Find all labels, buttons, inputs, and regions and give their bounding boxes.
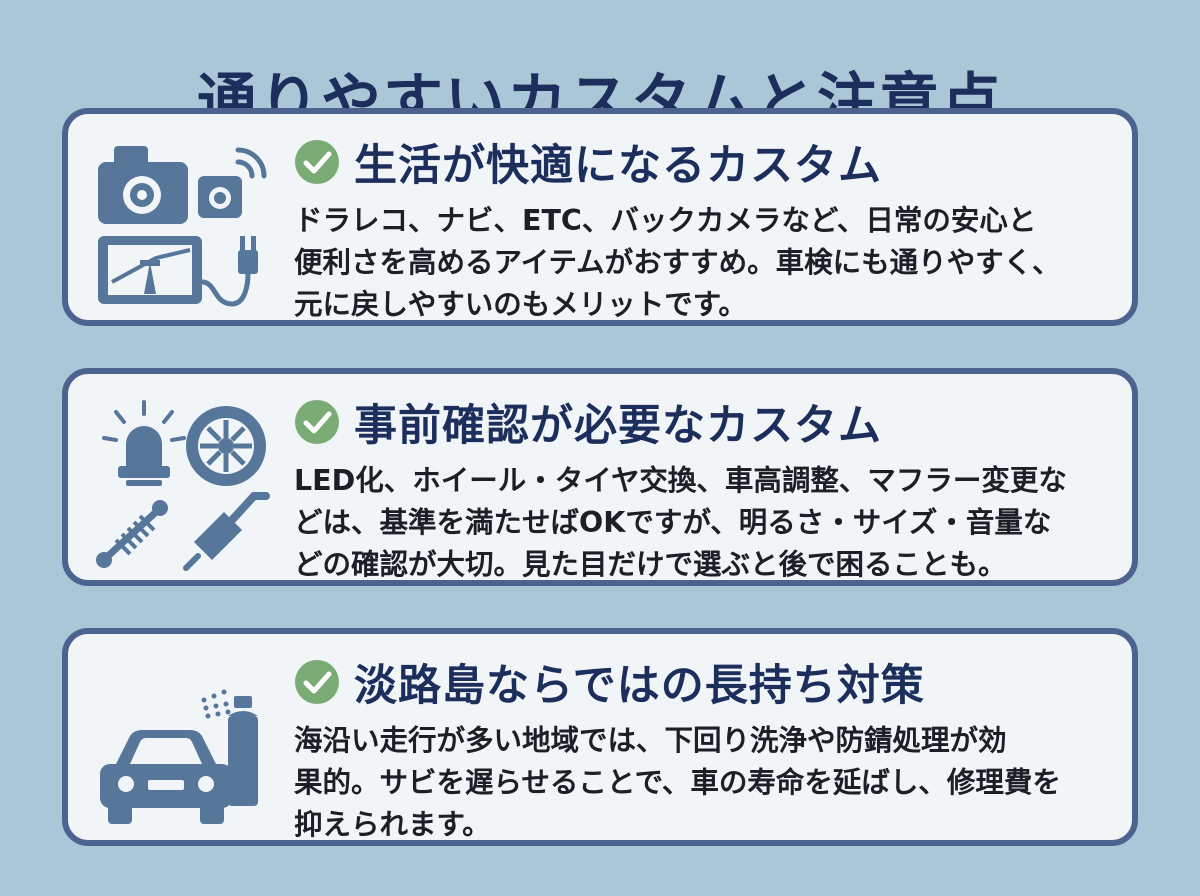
card-content: 淡路島ならではの長持ち対策 海沿い走行が多い地域では、下回り洗浄や防錆処理が効 … — [294, 646, 1118, 846]
card-body-line: 果的。サビを遅らせることで、車の寿命を延ばし、修理費を — [294, 766, 1061, 799]
card-body-line: 元に戻しやすいのもメリットです。 — [294, 288, 747, 321]
check-circle-icon — [295, 400, 339, 444]
card-awaji-care: 淡路島ならではの長持ち対策 海沿い走行が多い地域では、下回り洗浄や防錆処理が効 … — [62, 628, 1138, 846]
card-title: 淡路島ならではの長持ち対策 — [354, 661, 925, 711]
spray-mist-icon — [201, 689, 231, 719]
led-light-icon — [102, 400, 186, 486]
card-header: 淡路島ならではの長持ち対策 — [294, 646, 1118, 718]
wifi-icon — [235, 147, 267, 179]
camera-icon — [198, 176, 242, 218]
check-circle-icon — [295, 140, 339, 184]
card-header: 事前確認が必要なカスタム — [294, 386, 1118, 458]
check-circle-icon — [295, 660, 339, 704]
card-body-line: 便利さを高めるアイテムがおすすめ。車検にも通りやすく、 — [294, 246, 1061, 279]
car-icon — [100, 730, 232, 824]
card-comfort-custom: 生活が快適になるカスタム ドラレコ、ナビ、ETC、バックカメラなど、日常の安心と… — [62, 108, 1138, 326]
card-content: 生活が快適になるカスタム ドラレコ、ナビ、ETC、バックカメラなど、日常の安心と… — [294, 126, 1118, 326]
card-body-line: ドラレコ、ナビ、ETC、バックカメラなど、日常の安心と — [294, 204, 1037, 237]
card-precheck-custom: 事前確認が必要なカスタム LED化、ホイール・タイヤ交換、車高調整、マフラー変更… — [62, 368, 1138, 586]
card-body-line: どの確認が大切。見た目だけで選ぶと後で困ることも。 — [294, 548, 1007, 581]
card-body: LED化、ホイール・タイヤ交換、車高調整、マフラー変更な どは、基準を満たせばO… — [294, 460, 1118, 586]
muffler-icon — [183, 492, 270, 571]
card-body-line: どは、基準を満たせばOKですが、明るさ・サイズ・音量な — [294, 506, 1052, 539]
dashcam-icon — [98, 146, 188, 224]
tire-wheel-icon — [186, 406, 266, 486]
card-body-line: 海沿い走行が多い地域では、下回り洗浄や防錆処理が効 — [294, 724, 1007, 757]
spray-can-icon — [228, 696, 258, 806]
suspension-icon — [96, 500, 168, 568]
card-body-line: LED化、ホイール・タイヤ交換、車高調整、マフラー変更な — [294, 464, 1067, 497]
card-header: 生活が快適になるカスタム — [294, 126, 1118, 198]
card-body-line: 抑えられます。 — [294, 808, 491, 841]
power-plug-icon — [199, 236, 258, 307]
navigation-icon — [98, 236, 202, 304]
card-title: 生活が快適になるカスタム — [354, 141, 882, 191]
card-icons — [86, 392, 276, 572]
card-content: 事前確認が必要なカスタム LED化、ホイール・タイヤ交換、車高調整、マフラー変更… — [294, 386, 1118, 586]
card-body: 海沿い走行が多い地域では、下回り洗浄や防錆処理が効 果的。サビを遅らせることで、… — [294, 720, 1118, 846]
card-icons — [86, 652, 276, 832]
card-title: 事前確認が必要なカスタム — [354, 401, 882, 451]
card-icons — [86, 132, 276, 312]
card-body: ドラレコ、ナビ、ETC、バックカメラなど、日常の安心と 便利さを高めるアイテムが… — [294, 200, 1118, 326]
